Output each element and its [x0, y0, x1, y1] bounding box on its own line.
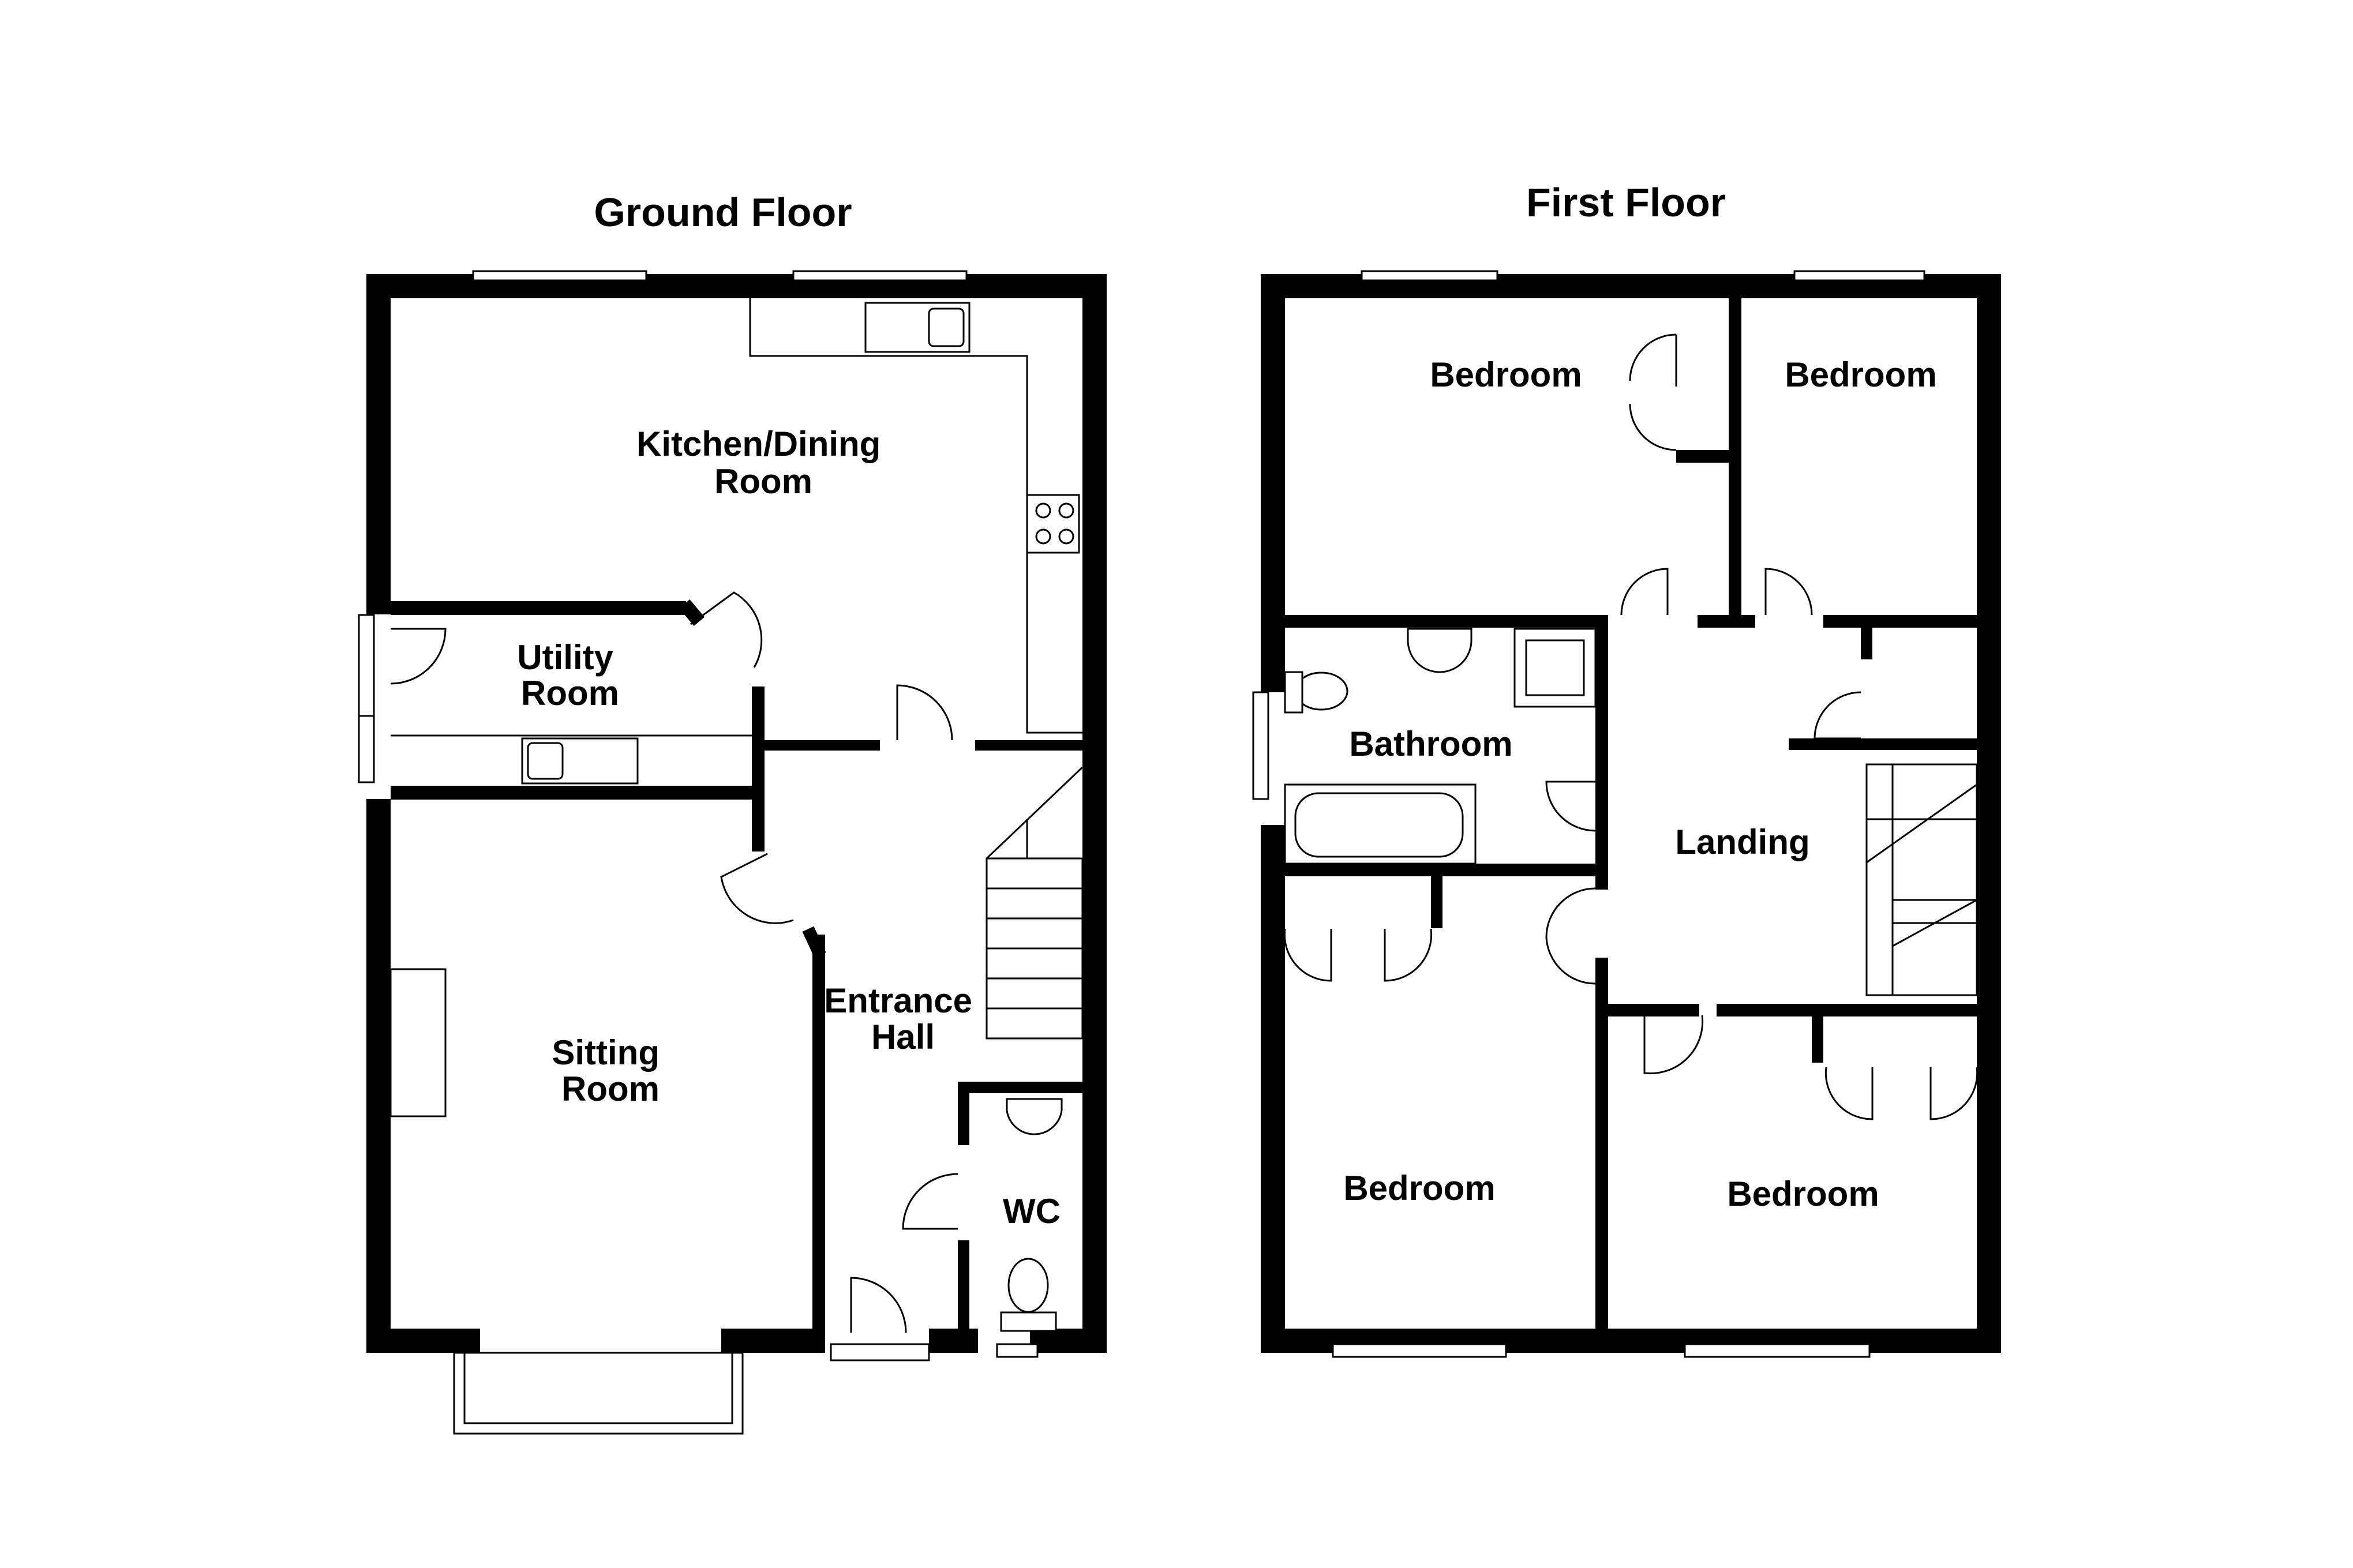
window	[1793, 270, 1925, 282]
window	[1252, 691, 1269, 800]
room-label-bathroom: Bathroom	[1349, 725, 1512, 763]
first-floor-title: First Floor	[1526, 180, 1726, 225]
first-floor-plan: First Floor	[1252, 180, 2001, 1358]
front-door	[830, 1343, 930, 1361]
window	[358, 715, 375, 783]
fireplace	[389, 968, 447, 1117]
kitchen-units	[389, 298, 1082, 1332]
window	[358, 614, 375, 717]
ground-floor-walls	[366, 274, 1107, 1435]
window	[472, 270, 647, 282]
first-floor-stairs	[1865, 763, 1978, 996]
room-label-bedroom-top-right: Bedroom	[1785, 355, 1936, 394]
window	[1684, 1343, 1871, 1358]
room-label-entrance-hall: Entrance Hall	[824, 981, 981, 1056]
room-label-utility: Utility Room	[517, 638, 623, 712]
hob	[1026, 494, 1080, 554]
wc-basin	[1006, 1098, 1063, 1135]
ground-floor-labels: Kitchen/Dining Room Utility Room Sitting…	[517, 425, 1061, 1231]
first-floor-labels: Bedroom Bedroom Bathroom Landing Bedroom…	[1343, 355, 1936, 1213]
first-floor-windows	[1252, 270, 1925, 1358]
first-floor-walls	[1261, 274, 2001, 1353]
window	[1332, 1343, 1507, 1358]
ground-floor-windows	[358, 270, 1039, 1361]
room-label-landing: Landing	[1675, 823, 1809, 861]
room-label-wc: WC	[1003, 1192, 1061, 1231]
first-floor-doors	[1545, 568, 1861, 1075]
bath-basin	[1407, 628, 1473, 673]
shower-tray	[1513, 628, 1597, 708]
window	[792, 270, 968, 282]
room-label-bedroom-bottom-right: Bedroom	[1727, 1175, 1879, 1213]
wardrobes	[1283, 333, 1979, 1120]
ground-floor-plan: Ground Floor	[358, 190, 1107, 1435]
bath-tub	[1284, 783, 1477, 865]
ground-floor-stairs	[986, 766, 1084, 1040]
room-label-sitting: Sitting Room	[552, 1033, 669, 1108]
window	[1361, 270, 1498, 282]
ground-floor-doors	[390, 591, 958, 1333]
bathroom-fixtures	[1284, 628, 1597, 865]
room-label-bedroom-top-left: Bedroom	[1430, 355, 1582, 394]
room-label-kitchen-dining: Kitchen/Dining Room	[636, 425, 890, 501]
toilet	[1007, 1258, 1049, 1313]
room-label-bedroom-bottom-left: Bedroom	[1343, 1169, 1495, 1207]
window	[996, 1343, 1039, 1358]
ground-floor-title: Ground Floor	[594, 190, 852, 235]
